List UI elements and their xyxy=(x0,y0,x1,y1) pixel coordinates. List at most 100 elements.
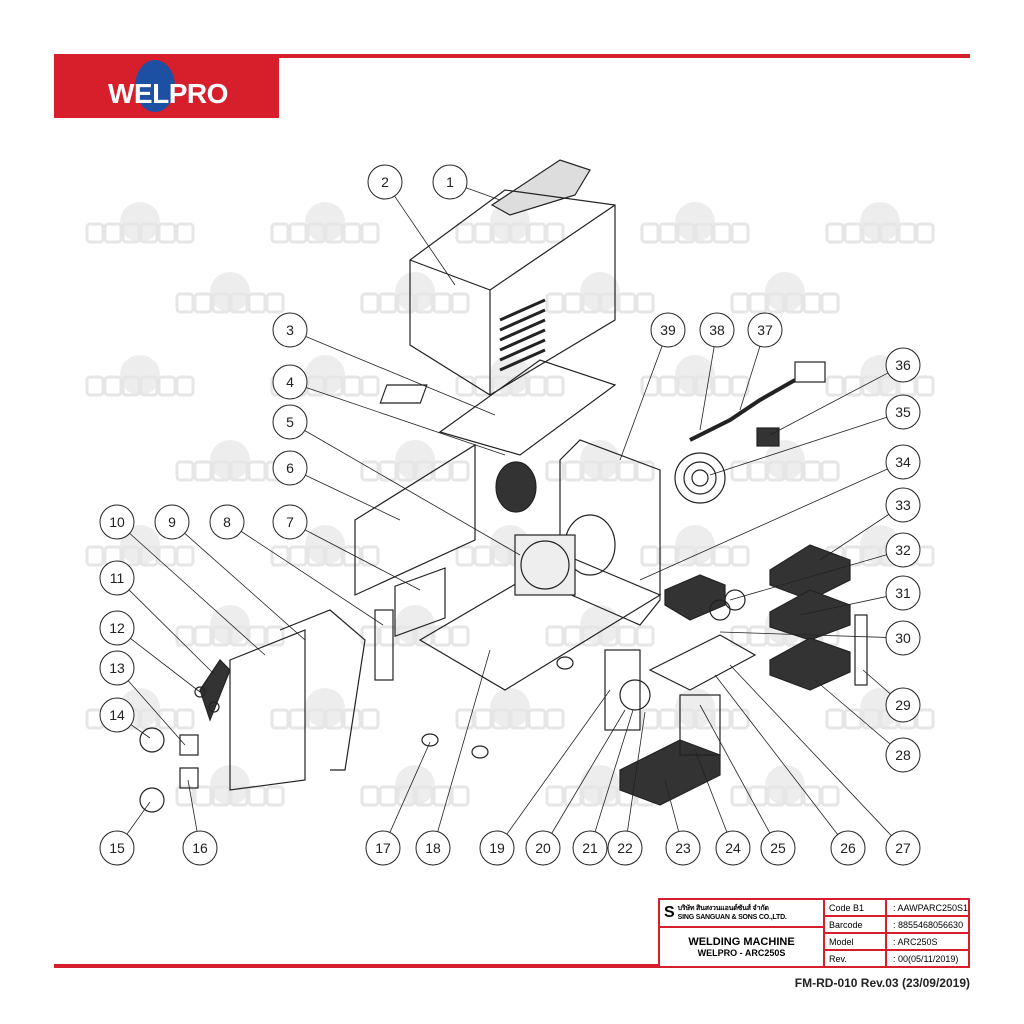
callout-number: 20 xyxy=(535,840,551,856)
leader-line xyxy=(594,709,634,832)
callout-circle xyxy=(572,830,608,866)
watermark xyxy=(825,355,935,397)
callout-13: 13 xyxy=(99,650,135,686)
leader-line xyxy=(714,674,838,835)
callout-number: 34 xyxy=(895,454,911,470)
footer-rule xyxy=(54,964,658,968)
leader-line xyxy=(304,529,421,591)
callout-number: 28 xyxy=(895,747,911,763)
callout-number: 9 xyxy=(168,514,176,530)
leader-line xyxy=(129,533,266,656)
product-name: WELDING MACHINE xyxy=(688,936,795,948)
callout-7: 7 xyxy=(272,504,308,540)
callout-circle xyxy=(479,830,515,866)
watermark xyxy=(360,765,470,807)
leader-line xyxy=(729,554,887,601)
callout-19: 19 xyxy=(479,830,515,866)
part-top-cover-edges xyxy=(409,204,616,395)
callout-21: 21 xyxy=(572,830,608,866)
part-fan xyxy=(514,534,576,596)
row-barcode: Barcode: 8855468056630 xyxy=(825,917,969,934)
title-block: S บริษัท สินสงวนแอนด์ซันส์ จำกัด SING SA… xyxy=(658,898,970,968)
callout-number: 7 xyxy=(286,514,294,530)
watermark xyxy=(730,765,840,807)
callout-number: 1 xyxy=(446,174,454,190)
callout-8: 8 xyxy=(209,504,245,540)
callout-number: 25 xyxy=(770,840,786,856)
watermark xyxy=(730,272,840,314)
watermark xyxy=(545,272,655,314)
callout-18: 18 xyxy=(415,830,451,866)
callout-25: 25 xyxy=(760,830,796,866)
part-bar-29 xyxy=(854,614,868,686)
callout-number: 10 xyxy=(109,514,125,530)
callout-circle xyxy=(182,830,218,866)
watermark xyxy=(545,440,655,482)
callout-23: 23 xyxy=(665,830,701,866)
callout-circle xyxy=(272,404,308,440)
watermark xyxy=(270,688,380,730)
callout-37: 37 xyxy=(747,312,783,348)
part-plug xyxy=(794,361,826,383)
callout-34: 34 xyxy=(885,444,921,480)
callout-27: 27 xyxy=(885,830,921,866)
callout-24: 24 xyxy=(715,830,751,866)
callout-circle xyxy=(760,830,796,866)
watermark xyxy=(360,605,470,647)
company-logo-icon: S xyxy=(664,904,675,921)
callout-circle xyxy=(747,312,783,348)
callout-number: 8 xyxy=(223,514,231,530)
callout-circle xyxy=(885,532,921,568)
watermark xyxy=(640,688,750,730)
label: Rev. xyxy=(825,951,887,966)
callout-number: 30 xyxy=(895,630,911,646)
part-chassis-plate xyxy=(438,359,617,456)
callout-number: 13 xyxy=(109,660,125,676)
callout-circle xyxy=(885,487,921,523)
callout-number: 16 xyxy=(192,840,208,856)
callout-number: 23 xyxy=(675,840,691,856)
part-power-cord xyxy=(689,378,796,442)
leader-line xyxy=(769,372,889,436)
callout-2: 2 xyxy=(367,164,403,200)
part-heatsink-32 xyxy=(664,574,726,621)
callout-29: 29 xyxy=(885,687,921,723)
part-clip-16 xyxy=(179,767,199,789)
part-plate-7 xyxy=(394,567,446,638)
watermark xyxy=(640,525,750,567)
leader-line xyxy=(305,387,506,456)
watermark xyxy=(175,440,285,482)
part-heatsink-31 xyxy=(769,589,851,641)
callout-39: 39 xyxy=(650,312,686,348)
callout-circle xyxy=(715,830,751,866)
leader-line xyxy=(127,680,186,746)
callout-28: 28 xyxy=(885,737,921,773)
callout-number: 11 xyxy=(110,570,125,586)
leader-line xyxy=(729,664,892,836)
leader-line xyxy=(506,689,611,835)
callout-circle xyxy=(525,830,561,866)
callout-circle xyxy=(699,312,735,348)
callout-circle xyxy=(154,504,190,540)
leader-line xyxy=(694,749,728,833)
callout-circle xyxy=(665,830,701,866)
callout-6: 6 xyxy=(272,450,308,486)
part-bracket-8 xyxy=(374,609,394,681)
leader-line xyxy=(862,669,891,695)
part-top-cover xyxy=(409,189,616,396)
watermark xyxy=(825,202,935,244)
callout-26: 26 xyxy=(830,830,866,866)
callout-circle xyxy=(99,610,135,646)
leader-line xyxy=(130,638,201,693)
leader-line xyxy=(551,709,626,834)
leader-line xyxy=(699,704,771,834)
watermark xyxy=(640,355,750,397)
callout-circle xyxy=(885,737,921,773)
callout-17: 17 xyxy=(365,830,401,866)
callout-circle xyxy=(272,364,308,400)
watermark xyxy=(175,605,285,647)
logo-text: WELPRO xyxy=(108,78,228,109)
watermark xyxy=(85,202,195,244)
callout-number: 21 xyxy=(582,840,598,856)
